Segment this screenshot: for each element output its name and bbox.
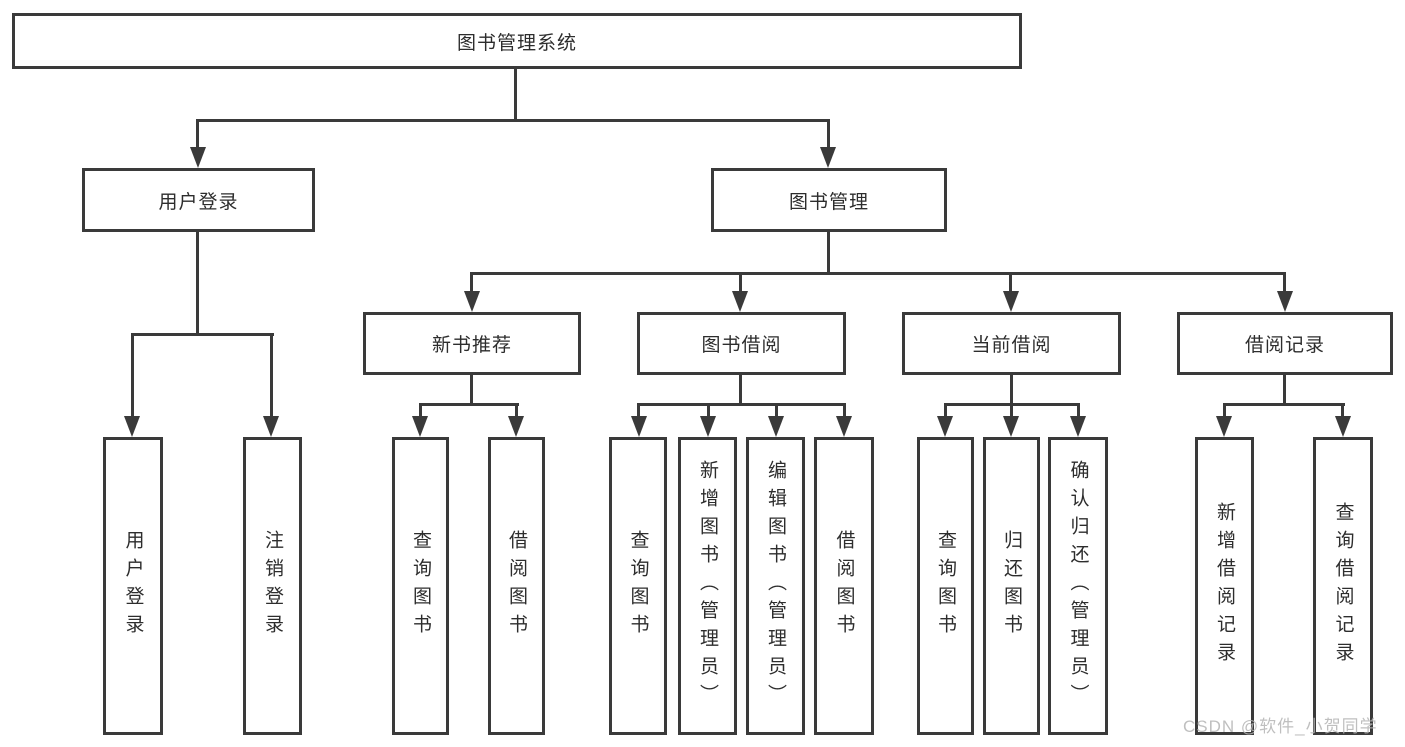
leaf-borrow-book-1-label: 借阅图书 [506, 530, 527, 642]
leaf-confirm-return-admin-label: 确认归还（管理员） [1067, 460, 1089, 712]
node-user-login: 用户登录 [82, 168, 315, 232]
leaf-edit-book-admin-label: 编辑图书（管理员） [765, 460, 786, 712]
node-book-borrow-label: 图书借阅 [701, 335, 782, 356]
leaf-user-login: 用户登录 [103, 437, 163, 735]
connector-arrowhead [937, 416, 953, 437]
leaf-logout-label: 注销登录 [262, 530, 283, 642]
leaf-add-book-admin-label: 新增图书（管理员） [697, 460, 718, 712]
leaf-edit-book-admin: 编辑图书（管理员） [746, 437, 805, 735]
connector-arrowhead [124, 416, 140, 437]
connector-line [196, 119, 830, 122]
connector-arrowhead [700, 416, 716, 437]
connector-arrowhead [508, 416, 524, 437]
connector-line [1283, 375, 1286, 406]
connector-arrowhead [1277, 291, 1293, 312]
connector-line [1010, 403, 1013, 418]
connector-arrowhead [768, 416, 784, 437]
leaf-borrow-book-2-label: 借阅图书 [833, 530, 855, 642]
connector-line [1223, 403, 1226, 418]
connector-line [944, 403, 947, 418]
node-user-login-label: 用户登录 [158, 191, 239, 213]
leaf-borrow-book-1: 借阅图书 [488, 437, 545, 735]
connector-line [1223, 403, 1345, 406]
connector-line [1283, 272, 1286, 294]
connector-line [1341, 403, 1344, 418]
connector-arrowhead [1070, 416, 1086, 437]
leaf-query-book-1: 查询图书 [392, 437, 449, 735]
connector-line [131, 333, 274, 336]
connector-arrowhead [836, 416, 852, 437]
leaf-query-borrow-record: 查询借阅记录 [1313, 437, 1373, 735]
connector-arrowhead [1216, 416, 1232, 437]
connector-arrowhead [263, 416, 279, 437]
node-book-management-label: 图书管理 [788, 191, 869, 213]
connector-line [707, 403, 710, 418]
connector-line [637, 403, 640, 418]
node-book-management: 图书管理 [711, 168, 947, 232]
connector-line [131, 333, 134, 420]
leaf-query-book-3: 查询图书 [917, 437, 974, 735]
connector-arrowhead [1003, 416, 1019, 437]
connector-line [739, 272, 742, 294]
leaf-confirm-return-admin: 确认归还（管理员） [1048, 437, 1108, 735]
connector-line [470, 272, 473, 294]
connector-line [470, 272, 1286, 275]
node-borrow-record-label: 借阅记录 [1244, 335, 1325, 356]
leaf-query-borrow-record-label: 查询借阅记录 [1332, 502, 1354, 670]
connector-line [1077, 403, 1080, 418]
connector-line [514, 69, 517, 121]
connector-line [470, 375, 473, 406]
leaf-add-borrow-record: 新增借阅记录 [1195, 437, 1254, 735]
leaf-query-book-2-label: 查询图书 [627, 530, 649, 642]
csdn-watermark: CSDN @软件_小贺同学 [1183, 717, 1378, 736]
leaf-return-book-label: 归还图书 [1001, 530, 1022, 642]
node-current-borrow-label: 当前借阅 [971, 335, 1052, 356]
node-borrow-record: 借阅记录 [1177, 312, 1393, 375]
connector-line [196, 119, 199, 149]
connector-line [1009, 272, 1012, 294]
node-new-book-recommend-label: 新书推荐 [431, 335, 512, 356]
connector-line [1010, 375, 1013, 406]
connector-arrowhead [820, 147, 836, 168]
node-new-book-recommend: 新书推荐 [363, 312, 581, 375]
connector-line [637, 403, 846, 406]
connector-arrowhead [412, 416, 428, 437]
node-book-borrow: 图书借阅 [637, 312, 846, 375]
connector-line [515, 403, 518, 418]
connector-line [419, 403, 519, 406]
leaf-query-book-3-label: 查询图书 [935, 530, 956, 642]
leaf-user-login-label: 用户登录 [122, 530, 144, 642]
node-root-label: 图书管理系统 [456, 32, 577, 54]
connector-line [775, 403, 778, 418]
connector-arrowhead [464, 291, 480, 312]
leaf-query-book-2: 查询图书 [609, 437, 667, 735]
connector-arrowhead [1003, 291, 1019, 312]
connector-arrowhead [190, 147, 206, 168]
connector-line [827, 119, 830, 149]
connector-line [827, 232, 830, 275]
connector-arrowhead [1335, 416, 1351, 437]
node-root-system: 图书管理系统 [12, 13, 1022, 69]
connector-arrowhead [732, 291, 748, 312]
leaf-add-borrow-record-label: 新增借阅记录 [1214, 502, 1235, 670]
node-current-borrow: 当前借阅 [902, 312, 1121, 375]
leaf-add-book-admin: 新增图书（管理员） [678, 437, 737, 735]
connector-line [419, 403, 422, 418]
leaf-borrow-book-2: 借阅图书 [814, 437, 874, 735]
connector-arrowhead [631, 416, 647, 437]
connector-line [739, 375, 742, 406]
leaf-query-book-1-label: 查询图书 [410, 530, 431, 642]
connector-line [843, 403, 846, 418]
connector-line [196, 232, 199, 336]
leaf-return-book: 归还图书 [983, 437, 1040, 735]
connector-line [270, 333, 273, 420]
leaf-logout: 注销登录 [243, 437, 302, 735]
